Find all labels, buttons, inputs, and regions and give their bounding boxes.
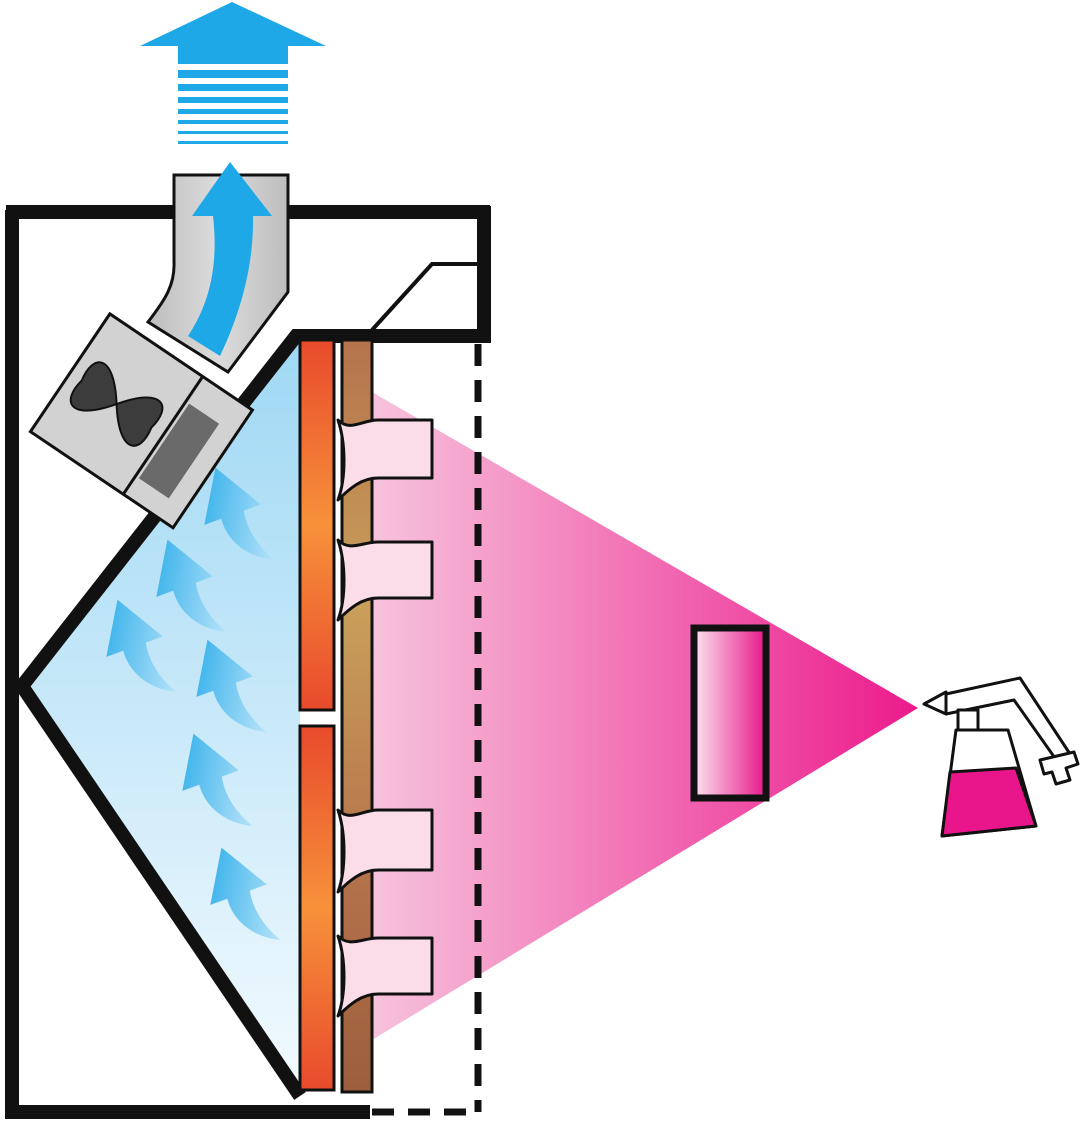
fan-box	[28, 311, 255, 530]
workpiece-icon	[690, 624, 770, 802]
intake-arrow-icon	[336, 538, 434, 622]
duct-flow-arrow-icon	[188, 162, 272, 356]
filter-panel-upper	[298, 338, 336, 712]
exhaust-arrow-icon	[140, 2, 326, 144]
intake-arrow-icon	[336, 808, 434, 894]
intake-arrow-icon	[336, 418, 434, 502]
intake-arrows	[336, 418, 434, 1018]
spray-gun-icon	[922, 676, 1080, 838]
intake-arrow-icon	[336, 934, 434, 1018]
paint-level	[940, 766, 1038, 838]
filter-panel-lower	[298, 724, 336, 1092]
booth-frame	[5, 205, 491, 1119]
booth-opening-dashed	[372, 344, 482, 1116]
hood-detail	[370, 262, 478, 332]
spray-cone	[372, 392, 918, 1040]
fan-icon	[69, 361, 164, 447]
filter-panels	[298, 338, 336, 1092]
